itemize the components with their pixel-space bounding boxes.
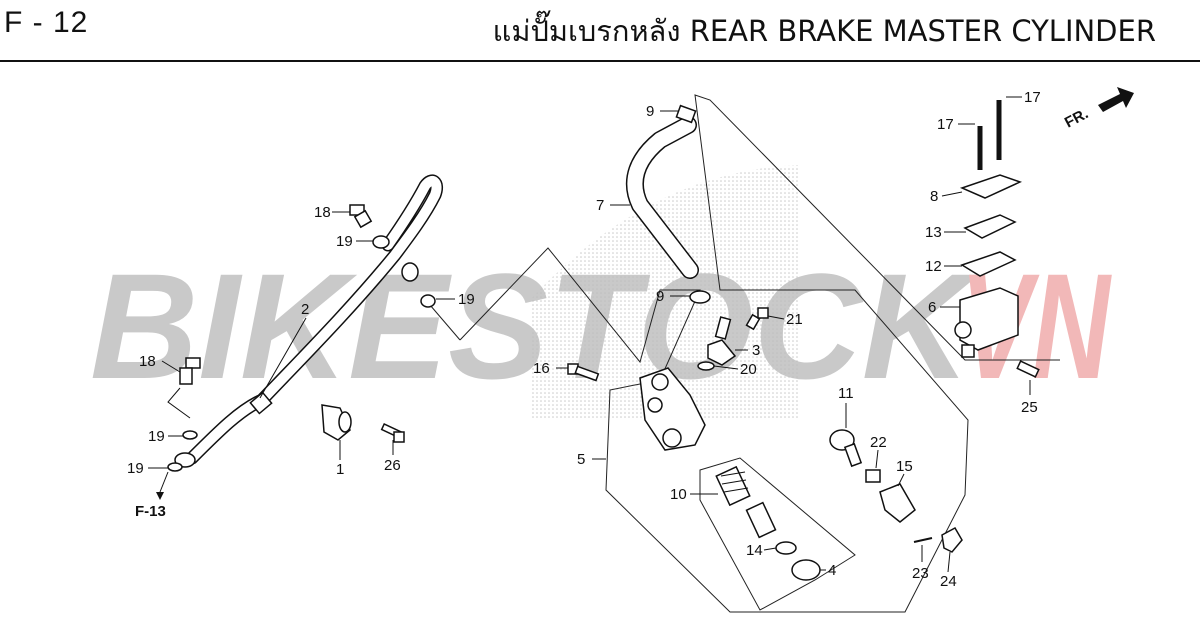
hose-bolt-upper: [349, 204, 373, 229]
callout-18: 18: [139, 353, 156, 370]
callout-18: 18: [314, 204, 331, 221]
header: F - 12 แม่ปั๊มเบรกหลัง REAR BRAKE MASTER…: [0, 0, 1200, 62]
sealing-washer: [420, 294, 436, 308]
parts-diagram: BIKESTOCK VN: [90, 87, 1134, 613]
callout-4: 4: [828, 562, 836, 579]
callout-16: 16: [533, 360, 550, 377]
piston-kit-outline: [699, 457, 856, 611]
callout-12: 12: [925, 258, 942, 275]
leader-lines: [148, 96, 1031, 573]
callout-17: 17: [937, 116, 954, 133]
callout-24: 24: [940, 573, 957, 590]
callout-6: 6: [928, 299, 936, 316]
callouts: 18 19 19 2 18 19 19 1 26 7 9 9 16 5 3 20…: [127, 89, 1041, 590]
callout-10: 10: [670, 486, 687, 503]
watermark: BIKESTOCK VN: [90, 165, 1112, 420]
callout-19: 19: [336, 233, 353, 250]
cotter-pin: [913, 537, 933, 543]
callout-7: 7: [596, 197, 604, 214]
callout-3: 3: [752, 342, 760, 359]
reservoir: [954, 287, 1019, 358]
diaphragm-plate: [963, 214, 1017, 239]
hose-clamp: [321, 404, 352, 441]
reservoir-cap: [959, 174, 1023, 199]
sealing-washer: [182, 430, 198, 440]
callout-14: 14: [746, 542, 763, 559]
joint-pin: [941, 526, 963, 553]
callout-26: 26: [384, 457, 401, 474]
callout-23: 23: [912, 565, 929, 582]
callout-20: 20: [740, 361, 757, 378]
page-title: แม่ปั๊มเบรกหลัง REAR BRAKE MASTER CYLIND…: [492, 14, 1156, 48]
flange-bolt: [380, 423, 405, 443]
brake-hose: [174, 174, 444, 468]
circlip: [775, 541, 797, 555]
callout-1: 1: [336, 461, 344, 478]
callout-11: 11: [838, 385, 854, 402]
hose-bolt-lower: [179, 357, 201, 385]
piston: [745, 501, 777, 539]
callout-19: 19: [127, 460, 144, 477]
callout-8: 8: [930, 188, 938, 205]
mounting-bolt: [567, 363, 600, 382]
master-cylinder-body: [639, 367, 706, 451]
hose-clip: [675, 104, 697, 124]
callout-25: 25: [1021, 399, 1038, 416]
callout-2: 2: [301, 301, 309, 318]
bolt-washer-line: [167, 387, 191, 419]
group-outline: [459, 94, 1060, 613]
callout-22: 22: [870, 434, 887, 451]
o-ring: [697, 361, 715, 371]
callout-9: 9: [656, 288, 664, 305]
hose-clip: [689, 290, 711, 304]
ref-f13: F-13: [135, 471, 169, 520]
lock-nut: [865, 469, 881, 483]
callout-9: 9: [646, 103, 654, 120]
callout-21: 21: [786, 311, 803, 328]
front-label: FR.: [1062, 105, 1091, 131]
diaphragm: [960, 251, 1017, 277]
ref-f13-label: F-13: [135, 503, 166, 520]
callout-19: 19: [148, 428, 165, 445]
sealing-washer: [372, 235, 390, 249]
reservoir-bolt: [1016, 360, 1040, 378]
reservoir-hose: [625, 116, 699, 279]
callout-19: 19: [458, 291, 475, 308]
spring: [715, 465, 751, 507]
bracket: [879, 483, 916, 523]
outline-left: [429, 304, 461, 341]
hose-joint: [707, 316, 737, 366]
boot: [791, 559, 821, 581]
callout-13: 13: [925, 224, 942, 241]
callout-17: 17: [1024, 89, 1041, 106]
callout-15: 15: [896, 458, 913, 475]
push-rod-joint: [829, 429, 863, 468]
screw: [745, 307, 769, 331]
callout-5: 5: [577, 451, 585, 468]
page-code: F - 12: [4, 6, 89, 39]
front-direction-arrow: FR.: [1062, 87, 1134, 132]
sealing-washer: [167, 462, 183, 472]
header-divider: [0, 60, 1200, 62]
